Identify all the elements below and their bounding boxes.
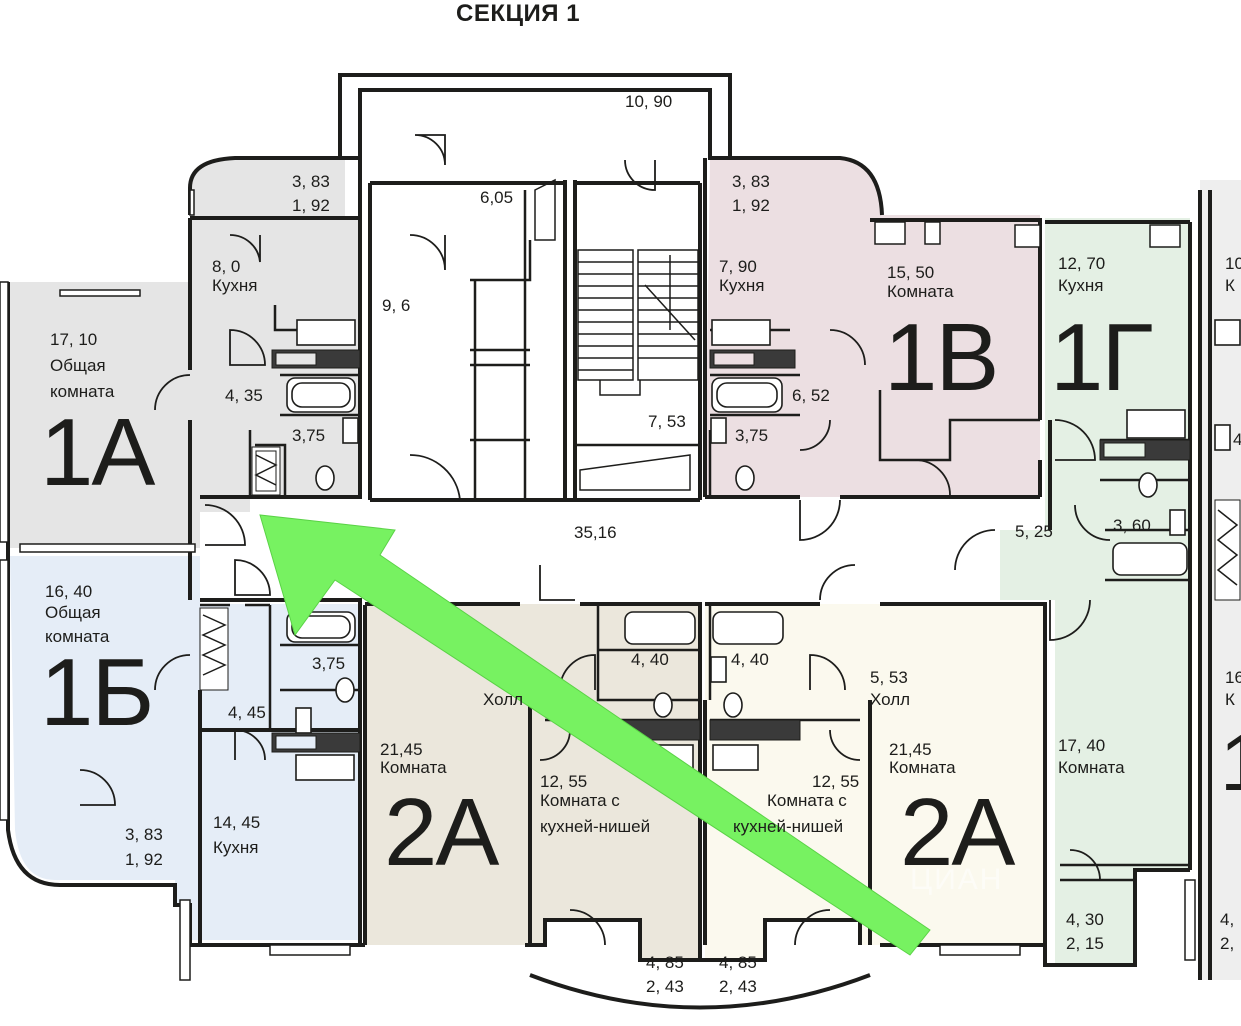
balcony-area: 4, 85 [646,953,684,972]
balcony-area: 1, 92 [292,196,330,215]
balcony-area: 4, 85 [719,953,757,972]
apartment-2a-left-fill [365,604,700,960]
room-area: 7, 53 [648,412,686,431]
apartment-label-1a: 1А [40,399,155,506]
apartment-1b-fill [10,556,360,940]
room-area: 7, 90 [719,257,757,276]
room-label: Общая [45,603,101,622]
room-area: 10 [1225,254,1241,273]
room-area: 5, 25 [1015,522,1053,541]
room-area: 21,45 [380,740,423,759]
balcony-area: 2, [1220,934,1235,953]
room-label: Комната [1058,758,1125,777]
room-area: 21,45 [889,740,932,759]
room-label: Комната [887,282,954,301]
room-label: Кухня [1058,276,1104,295]
apartment-1v-fill [705,158,1040,497]
balcony-area: 10, 90 [625,92,673,111]
corridor-area: 35,16 [574,523,617,542]
apartment-label-2a-left: 2А [384,779,499,886]
direction-arrow [259,514,931,956]
room-area: 8, 0 [212,257,241,276]
apartment-label-2a-right: 2А [900,779,1015,886]
doors [79,134,1111,946]
balcony-area: 3, 83 [292,172,330,191]
room-label: кухней-нишей [733,817,844,836]
room-area: 6,05 [480,188,514,207]
room-area: 6, 52 [792,386,830,405]
room-label: Комната с [767,791,847,810]
room-label: Общая [50,356,106,375]
room-area: 4, 45 [228,703,266,722]
staircase [534,178,699,491]
room-area: 16, 40 [45,582,93,601]
room-area: 4, 35 [225,386,263,405]
ventilation-hatches [201,454,1239,676]
room-area: 3,75 [292,426,326,445]
room-label: Холл [483,690,524,709]
apartment-label-1v: 1В [884,304,999,411]
balcony-area: 2, 43 [646,977,684,996]
apartment-label-edge: 1 [1220,715,1241,811]
balcony-area: 3, 83 [125,825,163,844]
room-label: Кухня [212,276,258,295]
bathtub [1112,542,1188,576]
balcony-area: 3, 83 [732,172,770,191]
balcony-area: 4, [1220,910,1235,929]
room-area: 12, 55 [812,772,860,791]
room-label: Комната [380,758,447,777]
room-area: 4, 40 [631,650,669,669]
room-area: 17, 10 [50,330,98,349]
room-area: 15, 50 [887,263,935,282]
room-area: 4 [1233,430,1241,449]
balcony-area: 2, 43 [719,977,757,996]
room-label: Кухня [719,276,765,295]
room-area: 14, 45 [213,813,261,832]
room-label: кухней-нишей [540,817,651,836]
room-label: К [1225,276,1235,295]
room-area: 3,75 [312,654,346,673]
room-label: Холл [870,690,911,709]
balcony-area: 4, 30 [1066,910,1104,929]
room-label: Комната с [540,791,620,810]
bathtub [286,377,356,413]
room-area: 12, 55 [540,772,588,791]
room-area: 17, 40 [1058,736,1106,755]
room-area: 3,75 [735,426,769,445]
room-label: Комната [889,758,956,777]
bathtub [711,377,783,413]
balcony-area: 1, 92 [732,196,770,215]
apartment-1g-fill [1000,218,1190,965]
section-title: СЕКЦИЯ 1 [456,0,581,27]
room-area: 9, 6 [382,296,411,315]
bathtub [624,611,696,645]
room-area: 4, 40 [731,650,769,669]
room-area: 5, 53 [870,668,908,687]
room-label: комната [50,382,115,401]
room-area: 16 [1225,668,1241,687]
balcony-area: 2, 15 [1066,934,1104,953]
windows [0,189,1196,981]
room-area: 12, 70 [1058,254,1106,273]
bathtub [712,611,784,645]
fixtures [286,319,1241,781]
balcony-area: 1, 92 [125,850,163,869]
apartment-label-1g: 1Г [1050,304,1153,411]
watermark: ЦИАН [910,863,1004,896]
apartment-label-1b: 1Б [40,639,154,746]
room-label: комната [45,627,110,646]
room-area: 3, 60 [1113,516,1151,535]
room-label: К [1225,690,1235,709]
room-label: Кухня [213,838,259,857]
